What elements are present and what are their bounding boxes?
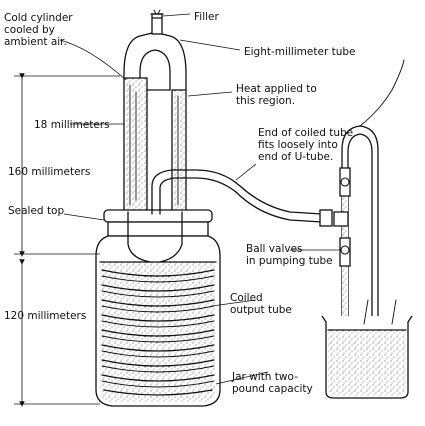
label-coiled-output-2: output tube	[230, 304, 292, 316]
jar	[95, 209, 221, 407]
label-cold-cylinder-1: Cold cylinder	[4, 12, 73, 24]
lower-ball-valve	[340, 245, 350, 255]
beaker	[321, 299, 413, 399]
label-jar-capacity-1: Jar with two-	[231, 371, 298, 383]
leader-lines	[59, 13, 340, 385]
coiled-output-tube	[101, 269, 215, 396]
label-jar-capacity-2: pound capacity	[232, 383, 313, 395]
dimension-lines	[14, 73, 124, 407]
label-ball-valves-2: in pumping tube	[246, 255, 333, 267]
label-coiled-output-1: Coiled	[230, 292, 263, 304]
label-heat-applied-1: Heat applied to	[236, 83, 317, 95]
labels: Cold cylinder cooled by ambient air. Fil…	[4, 11, 356, 395]
label-heat-applied-2: this region.	[236, 95, 295, 107]
heated-leg	[172, 90, 185, 210]
label-cold-cylinder-2: cooled by	[4, 24, 55, 36]
label-filler: Filler	[194, 11, 219, 23]
label-160mm: 160 millimeters	[8, 166, 90, 178]
upper-ball-valve	[340, 177, 350, 187]
connecting-tube	[151, 169, 333, 227]
filler-neck	[150, 9, 164, 35]
label-ball-valves-1: Ball valves	[246, 243, 303, 255]
label-120mm: 120 millimeters	[4, 310, 86, 322]
label-sealed-top: Sealed top	[8, 205, 64, 217]
u-tube	[123, 32, 187, 213]
label-coiled-tube-end-2: fits loosely into	[258, 139, 338, 151]
pumping-tube	[333, 59, 405, 331]
label-eight-mm-tube: Eight-millimeter tube	[244, 46, 356, 58]
label-cold-cylinder-3: ambient air.	[4, 36, 67, 48]
label-coiled-tube-end-3: end of U-tube.	[258, 151, 333, 163]
label-18mm: 18 millimeters	[34, 119, 110, 131]
label-coiled-tube-end-1: End of coiled tube	[258, 127, 353, 139]
